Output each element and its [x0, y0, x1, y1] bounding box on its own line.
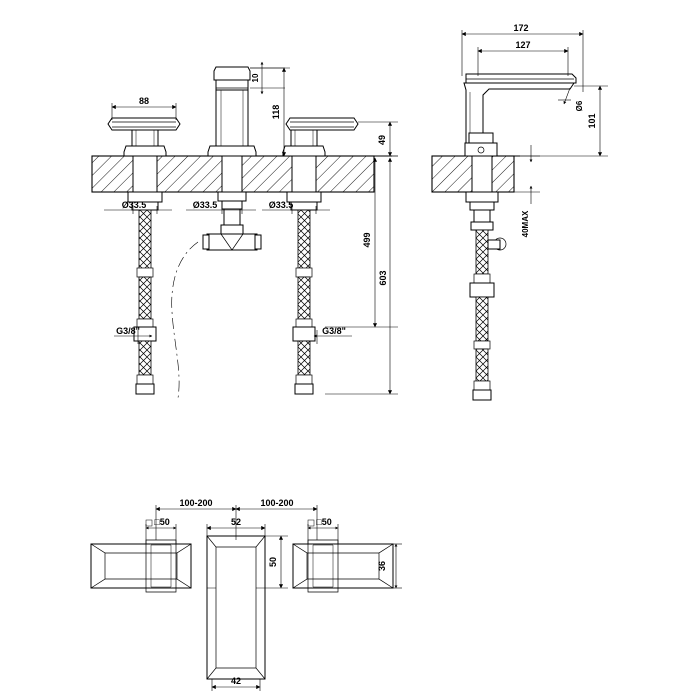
dim-spacing-right: 100-200: [260, 498, 293, 508]
plan-dimension-36: 36: [377, 543, 402, 589]
dim-spout-height: 118: [271, 105, 281, 120]
dim-deck-to-top: 49: [377, 135, 387, 145]
right-handle-assembly: [282, 117, 359, 395]
plan-dimension-square-left: □50: [145, 517, 177, 544]
side-spout-body: [463, 73, 577, 401]
dim-spacing-left: 100-200: [179, 498, 212, 508]
dim-spout-base-width: 42: [231, 676, 241, 686]
dim-handle-width: 88: [139, 96, 149, 106]
plan-dimension-square-right: □50: [307, 517, 339, 544]
front-hole-dia-right: Ø33.5: [262, 200, 330, 214]
dim-spout-reach: 127: [515, 40, 530, 50]
dim-deck-thickness-max: 40MAX: [521, 210, 530, 237]
side-dimension-172: 172: [461, 23, 584, 92]
dim-spout-width: 52: [231, 517, 241, 527]
side-dimension-40max: 40MAX: [498, 145, 540, 237]
dim-square-right: □50: [316, 517, 331, 527]
side-elevation-view: 172 127 Ø6 101 40MAX: [431, 23, 608, 401]
front-dimension-603: 603: [325, 157, 398, 395]
label-hole-dia-center: Ø33.5: [193, 200, 218, 210]
label-hole-dia-left: Ø33.5: [122, 200, 147, 210]
plan-center-spout: [206, 535, 266, 680]
side-dimension-127: 127: [477, 40, 569, 76]
label-thread-left: G3/8": [116, 326, 140, 336]
dim-hose-short: 499: [362, 232, 372, 247]
plan-left-handle: [90, 539, 192, 593]
front-dimension-88: 88: [111, 96, 177, 120]
plan-dimension-42: 42: [211, 676, 261, 691]
dim-aerator-dia: Ø6: [575, 100, 584, 111]
plan-dimension-50: 50: [265, 535, 288, 589]
plan-dimension-spacing-right: 100-200: [235, 498, 318, 540]
dim-square-left: □50: [154, 517, 169, 527]
plan-right-handle: [292, 539, 394, 593]
plan-view: 100-200 100-200 □50 □50 52: [90, 498, 402, 691]
dim-spout-body-length: 50: [268, 557, 278, 567]
side-dimension-aerator: Ø6: [558, 87, 584, 111]
dim-hose-long: 603: [378, 270, 388, 285]
dim-side-spout-height: 101: [587, 113, 597, 128]
dim-overall-projection: 172: [513, 23, 528, 33]
label-hole-dia-right: Ø33.5: [269, 200, 294, 210]
front-dimension-499: 499: [325, 155, 398, 328]
front-thread-left: G3/8": [114, 326, 153, 344]
center-spout-front: [171, 66, 262, 399]
front-hole-dia-center: Ø33.5: [186, 200, 256, 214]
front-dimension-118: 118: [250, 67, 290, 157]
front-hole-dia-left: Ø33.5: [104, 200, 172, 214]
dim-spout-cap-height: 10: [251, 73, 260, 82]
front-elevation-view: 88 10 118 49 499: [91, 61, 398, 399]
plan-dimension-52: 52: [206, 517, 266, 538]
front-thread-right: G3/8": [313, 326, 352, 344]
dim-handle-depth: 36: [377, 561, 387, 571]
left-handle-assembly: [107, 117, 181, 395]
label-thread-right: G3/8": [322, 326, 346, 336]
plan-dimension-spacing-left: 100-200: [155, 498, 237, 540]
